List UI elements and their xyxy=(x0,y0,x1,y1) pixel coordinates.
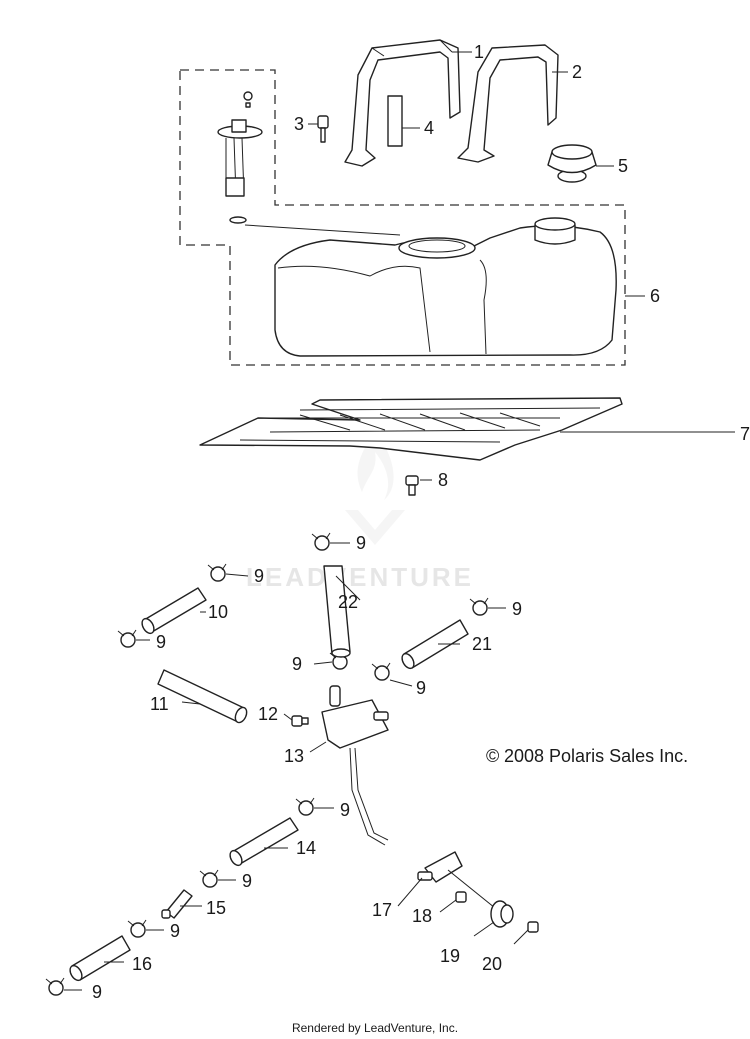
callout-5: 5 xyxy=(618,156,628,176)
callout-11: 11 xyxy=(150,694,169,714)
clamp xyxy=(127,919,147,938)
petcock-13 xyxy=(321,685,389,846)
valve-17 xyxy=(417,851,501,913)
fuel-tank-6 xyxy=(274,217,617,357)
callout-1: 1 xyxy=(474,42,484,62)
pad-4 xyxy=(387,95,403,147)
callout-12: 12 xyxy=(258,704,278,724)
fitting-12 xyxy=(291,715,309,727)
clamp xyxy=(199,869,219,888)
tank-strap-2 xyxy=(457,44,559,163)
clamp xyxy=(295,797,315,816)
hose-21 xyxy=(401,619,469,670)
hose-16 xyxy=(69,935,131,982)
callout-19: 19 xyxy=(440,946,460,966)
callout-15: 15 xyxy=(206,898,226,918)
clamp xyxy=(469,597,489,616)
tank-strap-1 xyxy=(344,39,461,167)
bolt-8 xyxy=(405,475,419,496)
callout-22: 22 xyxy=(338,592,358,612)
callout-9: 9 xyxy=(356,533,366,553)
callout-8: 8 xyxy=(438,470,448,490)
fitting-15 xyxy=(161,889,193,919)
watermark-text: LEADVENTURE xyxy=(246,562,474,592)
hose-14 xyxy=(229,817,299,867)
clamp xyxy=(371,662,391,681)
callout-17: 17 xyxy=(372,900,392,920)
fitting-18 xyxy=(455,891,467,903)
hose-11 xyxy=(157,669,248,724)
callout-3: 3 xyxy=(294,114,304,134)
bolt-3 xyxy=(317,115,329,143)
assembly-outline xyxy=(179,69,626,366)
callout-4: 4 xyxy=(424,118,434,138)
callout-9: 9 xyxy=(340,800,350,820)
copyright-text: 2008 Polaris Sales Inc. xyxy=(504,746,688,766)
callout-7: 7 xyxy=(740,424,750,444)
copyright-symbol: © xyxy=(486,746,499,766)
callout-9: 9 xyxy=(254,566,264,586)
callout-9: 9 xyxy=(92,982,102,1002)
callout-9: 9 xyxy=(242,871,252,891)
copyright-notice: © 2008 Polaris Sales Inc. xyxy=(486,746,688,766)
callout-10: 10 xyxy=(208,602,228,622)
callout-16: 16 xyxy=(132,954,152,974)
callout-13: 13 xyxy=(284,746,304,766)
tray-7 xyxy=(199,397,623,461)
clamp xyxy=(311,532,331,551)
callout-9: 9 xyxy=(292,654,302,674)
footer-text: Rendered by LeadVenture, Inc. xyxy=(292,1021,458,1035)
clamp xyxy=(117,629,137,648)
hose-10 xyxy=(141,587,207,635)
leader-lines xyxy=(64,51,735,991)
callout-9: 9 xyxy=(416,678,426,698)
callout-20: 20 xyxy=(482,954,502,974)
callout-9: 9 xyxy=(156,632,166,652)
screw-20 xyxy=(527,921,539,933)
clamp xyxy=(45,977,65,996)
clamp xyxy=(207,563,227,582)
callout-14: 14 xyxy=(296,838,316,858)
callout-6: 6 xyxy=(650,286,660,306)
fuel-cap-5 xyxy=(547,144,597,183)
filter-19 xyxy=(490,900,514,928)
clamp-group-9 xyxy=(45,532,489,996)
fuel-sender xyxy=(217,91,401,236)
callout-labels: 1 2 3 4 5 6 7 8 9 9 10 9 22 9 21 9 9 11 … xyxy=(92,42,750,1002)
callout-9: 9 xyxy=(170,921,180,941)
callout-9: 9 xyxy=(512,599,522,619)
callout-2: 2 xyxy=(572,62,582,82)
callout-18: 18 xyxy=(412,906,432,926)
hose-22 xyxy=(323,565,351,658)
callout-21: 21 xyxy=(472,634,492,654)
